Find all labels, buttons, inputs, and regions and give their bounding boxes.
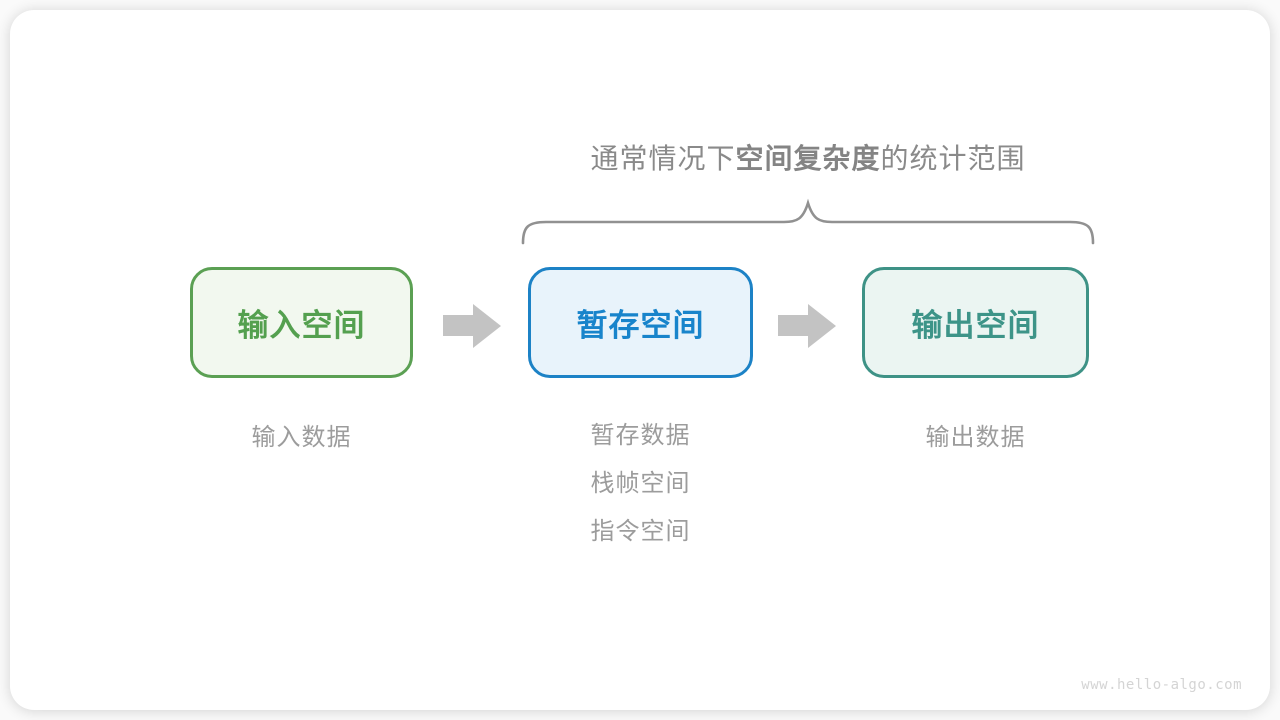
box-input-space: 输入空间 <box>190 267 413 378</box>
box-output-space-label: 输出空间 <box>911 308 1040 343</box>
watermark-url: www.hello-algo.com <box>1081 677 1242 693</box>
scope-title: 通常情况下空间复杂度的统计范围 <box>520 144 1096 174</box>
note-temp-data: 暂存数据 <box>590 422 691 449</box>
curly-brace-icon <box>521 198 1095 245</box>
box-temp-space: 暂存空间 <box>528 267 753 378</box>
box-input-space-label: 输入空间 <box>237 308 366 343</box>
arrow-right-icon <box>778 304 836 348</box>
note-stack-frame-space: 栈帧空间 <box>590 470 691 497</box>
title-emphasis: 空间复杂度 <box>735 143 881 174</box>
title-suffix: 的统计范围 <box>880 143 1026 174</box>
note-output-data: 输出数据 <box>925 424 1026 451</box>
box-output-space: 输出空间 <box>862 267 1089 378</box>
box-temp-space-label: 暂存空间 <box>576 308 705 343</box>
note-instruction-space: 指令空间 <box>590 518 691 545</box>
note-input-data: 输入数据 <box>251 424 352 451</box>
arrow-right-icon <box>443 304 501 348</box>
title-prefix: 通常情况下 <box>590 143 736 174</box>
